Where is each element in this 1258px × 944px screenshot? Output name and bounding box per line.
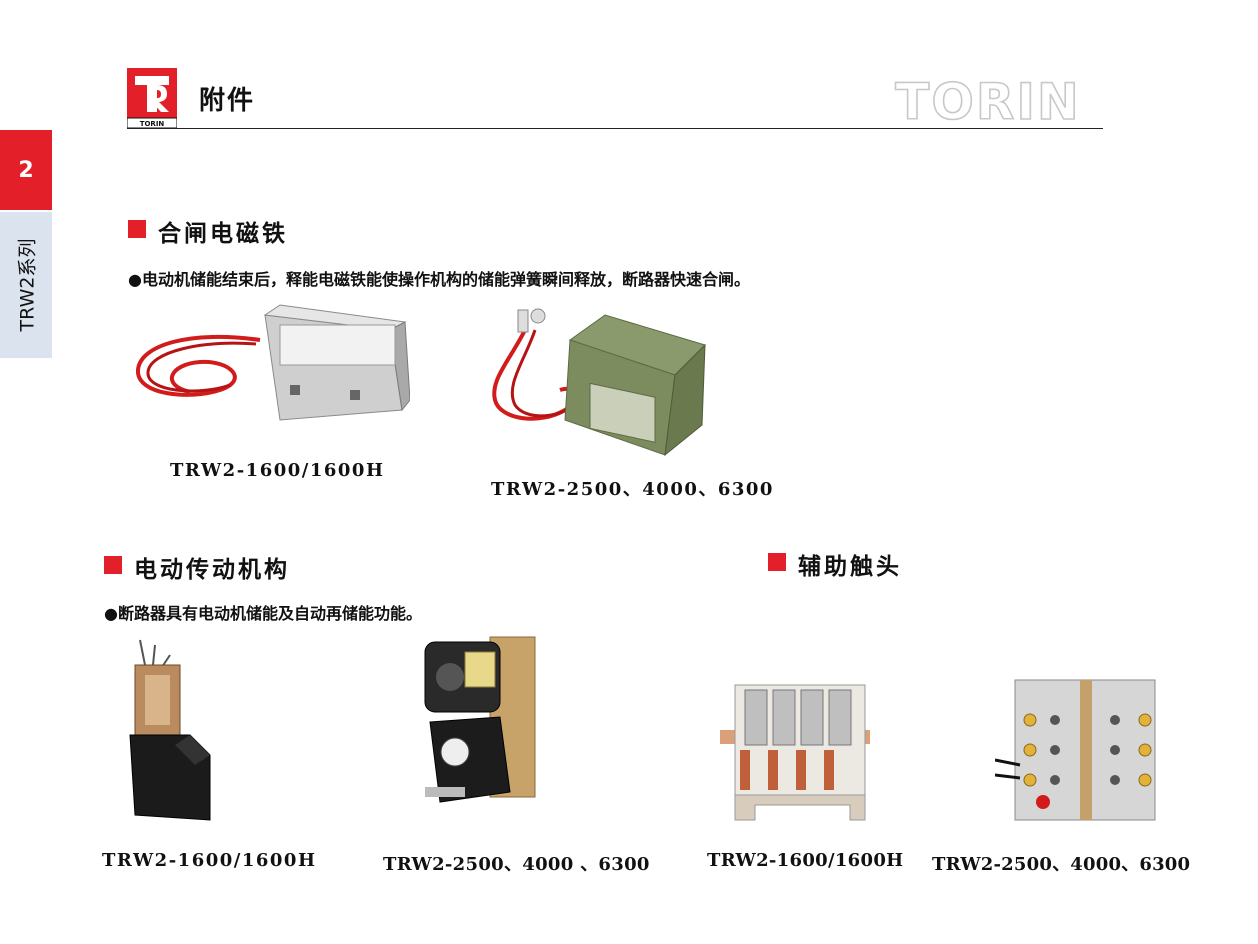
caption-closing-magnet-2500: TRW2-2500、4000、6300	[491, 479, 774, 500]
brand-wordmark: TORIN	[873, 72, 1103, 132]
auxiliary-contact-1600-image	[715, 680, 875, 825]
section-description-motor-mechanism: ●断路器具有电动机储能及自动再储能功能。	[104, 604, 422, 623]
section-marker-icon	[768, 553, 786, 571]
caption-motor-mechanism-2500: TRW2-2500、4000 、6300	[383, 854, 650, 875]
chapter-tab: TRW2系列	[0, 212, 52, 358]
chapter-label: TRW2系列	[16, 238, 39, 332]
motor-mechanism-2500-image	[410, 632, 545, 812]
page-title: 附件	[199, 86, 256, 116]
closing-magnet-2500-image	[480, 300, 720, 460]
caption-motor-mechanism-1600: TRW2-1600/1600H	[102, 850, 317, 871]
caption-auxiliary-contact-1600: TRW2-1600/1600H	[707, 850, 904, 871]
section-title-auxiliary-contact: 辅助触头	[798, 554, 902, 580]
chapter-number: 2	[0, 130, 52, 210]
svg-text:TORIN: TORIN	[140, 120, 165, 128]
section-marker-icon	[104, 556, 122, 574]
torin-logo: TORIN	[126, 68, 178, 129]
caption-closing-magnet-1600: TRW2-1600/1600H	[170, 460, 385, 481]
svg-text:TORIN: TORIN	[895, 74, 1081, 124]
section-marker-icon	[128, 220, 146, 238]
section-description-closing-magnet: ●电动机储能结束后，释能电磁铁能使操作机构的储能弹簧瞬间释放，断路器快速合闸。	[128, 270, 750, 289]
closing-magnet-1600-image	[130, 300, 411, 440]
section-title-closing-magnet: 合闸电磁铁	[158, 221, 288, 247]
section-title-motor-mechanism: 电动传动机构	[134, 557, 290, 583]
auxiliary-contact-2500-image	[994, 670, 1165, 830]
motor-mechanism-1600-image	[115, 635, 225, 825]
header-divider	[127, 128, 1103, 129]
caption-auxiliary-contact-2500: TRW2-2500、4000、6300	[932, 854, 1191, 875]
